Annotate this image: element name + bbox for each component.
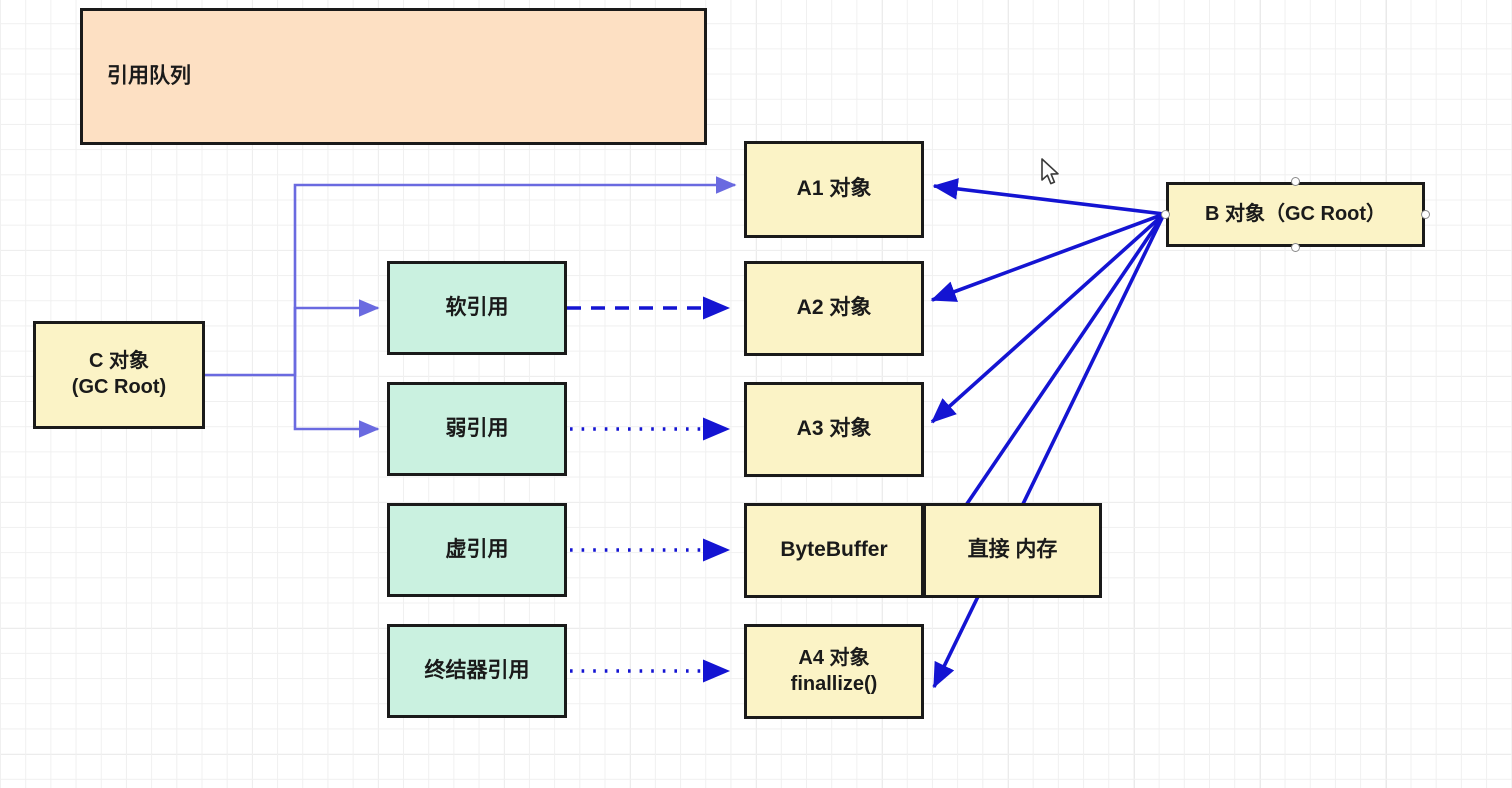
node-soft-reference[interactable]: 软引用 [387, 261, 567, 355]
edge-b-to-a2 [930, 212, 1165, 302]
node-c-object[interactable]: C 对象 (GC Root) [33, 321, 205, 429]
node-direct-memory[interactable]: 直接 内存 [923, 503, 1102, 598]
node-b-object[interactable]: B 对象（GC Root） [1166, 182, 1425, 247]
node-reference-queue[interactable]: 引用队列 [80, 8, 707, 145]
reference-queue-label: 引用队列 [107, 64, 191, 88]
edge-c-to-weak [293, 375, 380, 438]
node-weak-reference[interactable]: 弱引用 [387, 382, 567, 476]
edge-b-to-a3 [930, 212, 1166, 424]
edge-c-to-soft [293, 299, 380, 375]
node-phantom-reference[interactable]: 虚引用 [387, 503, 567, 597]
node-a2-object[interactable]: A2 对象 [744, 261, 924, 356]
node-bytebuffer[interactable]: ByteBuffer [744, 503, 924, 598]
selection-handle-right[interactable] [1421, 210, 1430, 219]
node-a4-object[interactable]: A4 对象 finallize() [744, 624, 924, 719]
edge-b-to-a4 [932, 213, 1166, 689]
node-a3-object[interactable]: A3 对象 [744, 382, 924, 477]
edge-b-to-direct-memory [939, 212, 1166, 544]
selection-handle-bottom[interactable] [1291, 243, 1300, 252]
mouse-cursor [1041, 158, 1059, 185]
node-a1-object[interactable]: A1 对象 [744, 141, 924, 238]
selection-handle-top[interactable] [1291, 177, 1300, 186]
selection-handle-left[interactable] [1161, 210, 1170, 219]
edge-b-to-a1 [932, 178, 1165, 216]
node-finalizer-reference[interactable]: 终结器引用 [387, 624, 567, 718]
